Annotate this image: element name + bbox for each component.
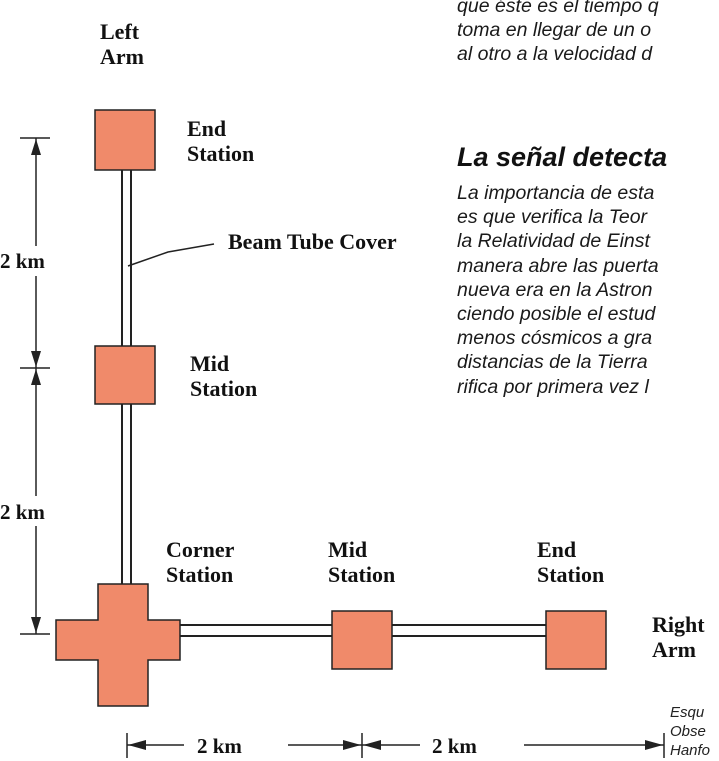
end-station-top-label-line2: Station — [187, 141, 255, 166]
mid-station-left-label: Mid Station — [190, 351, 257, 401]
caption-line: Hanfo — [670, 742, 711, 759]
corner-station-label-line2: Station — [166, 562, 234, 587]
corner-station-label: Corner Station — [166, 537, 234, 587]
mid-station-left-label-line2: Station — [190, 376, 258, 401]
intro-line: toma en llegar de un o — [457, 19, 652, 42]
caption-line: Esqu — [670, 704, 705, 721]
body-paragraph: La importancia de esta es que verifica l… — [457, 181, 659, 399]
corner-station-label-line1: Corner — [166, 537, 235, 562]
intro-line: al otro a la velocidad d — [457, 43, 653, 66]
horizontal-dimension-line — [126, 733, 665, 758]
mid-station-right-block — [331, 610, 393, 670]
end-station-top-label: End Station — [187, 116, 254, 166]
dimension-upper-label: 2 km — [0, 249, 45, 273]
intro-line: que éste es el tiempo q — [457, 0, 659, 17]
figure-caption: Esqu Obse Hanfo — [670, 703, 710, 760]
dimension-bottom-left-label: 2 km — [197, 734, 242, 758]
mid-station-left-label-line1: Mid — [190, 351, 230, 376]
right-arm-label: Right Arm — [652, 612, 705, 662]
mid-station-right-label-line1: Mid — [328, 537, 368, 562]
right-arm-label-line2: Arm — [652, 637, 696, 662]
beam-tube-cover-leader — [127, 243, 215, 267]
article-text-column: que éste es el tiempo q toma en llegar d… — [455, 0, 719, 761]
body-line: manera abre las puerta — [457, 254, 659, 277]
end-station-right-label: End Station — [537, 537, 604, 587]
body-line: distancias de la Tierra — [457, 351, 648, 374]
end-station-right-block — [545, 610, 607, 670]
body-line: La importancia de esta — [457, 182, 655, 204]
end-station-top-label-line1: End — [187, 116, 227, 141]
mid-station-right-label: Mid Station — [328, 537, 395, 587]
right-arm-label-line1: Right — [652, 612, 705, 637]
section-heading: La señal detecta — [457, 142, 668, 172]
left-arm-label: Left Arm — [100, 19, 144, 69]
body-line: rifica por primera vez l — [457, 375, 649, 398]
caption-line: Obse — [670, 723, 706, 740]
body-line: la Relatividad de Einst — [457, 230, 650, 253]
mid-station-left-block — [94, 345, 156, 405]
vertical-dimension-line — [20, 137, 50, 635]
end-station-right-label-line1: End — [537, 537, 577, 562]
end-station-top-block — [94, 109, 156, 171]
mid-station-right-label-line2: Station — [328, 562, 396, 587]
corner-station-block — [55, 583, 181, 707]
end-station-right-label-line2: Station — [537, 562, 605, 587]
body-line: nueva era en la Astron — [457, 278, 653, 301]
left-arm-label-line2: Arm — [100, 44, 144, 69]
intro-paragraph: que éste es el tiempo q toma en llegar d… — [457, 0, 659, 67]
dimension-lower-label: 2 km — [0, 500, 45, 524]
beam-tube-cover-label: Beam Tube Cover — [228, 229, 397, 254]
left-arm-label-line1: Left — [100, 19, 140, 44]
body-line: ciendo posible el estud — [457, 303, 656, 326]
body-line: menos cósmicos a gra — [457, 327, 653, 350]
body-line: es que verifica la Teor — [457, 206, 648, 229]
dimension-bottom-right-label: 2 km — [432, 734, 477, 758]
